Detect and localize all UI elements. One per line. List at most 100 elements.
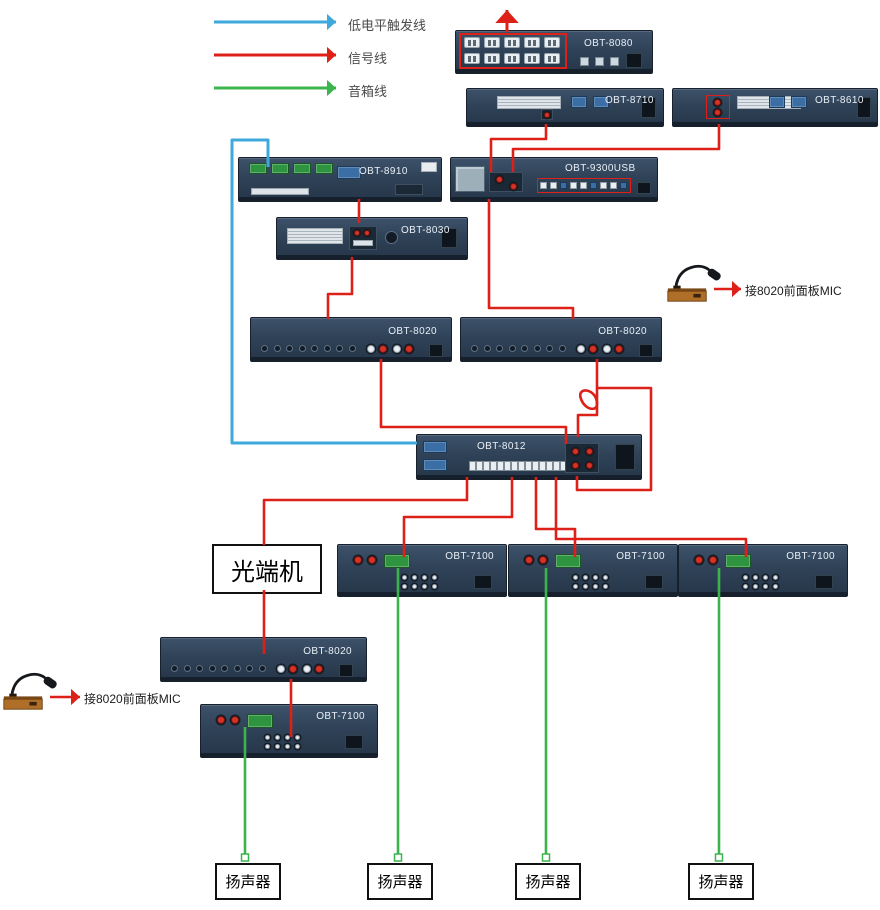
rca-white (265, 744, 270, 749)
device-label: OBT-8610 (815, 95, 864, 106)
rca-red (510, 183, 517, 190)
knob (496, 345, 503, 352)
mic-note-right: 接8020前面板MIC (745, 284, 842, 298)
optical-terminal: 光端机 (212, 544, 322, 594)
sq-white (610, 182, 617, 189)
rca-red (315, 665, 323, 673)
rca-white (763, 575, 768, 580)
knob (483, 345, 491, 352)
rca-white (577, 345, 585, 353)
power-inlet (857, 97, 871, 118)
red-frame (459, 33, 567, 69)
rca-white (593, 575, 598, 580)
rca-red (544, 112, 550, 118)
sq-white (570, 182, 577, 189)
rca-red (231, 716, 239, 724)
obt-7100-1: OBT-7100 (337, 544, 507, 597)
blue-connector (791, 96, 807, 108)
rca-red (354, 556, 362, 564)
mic-note-left: 接8020前面板MIC (84, 692, 181, 706)
blue-connector (571, 96, 587, 108)
rca-white (303, 665, 311, 673)
rca-white (412, 584, 417, 589)
display (455, 166, 485, 192)
legend-label-speaker-line: 音箱线 (348, 84, 388, 99)
legend-label-signal-line: 信号线 (348, 51, 388, 66)
rca-white (573, 584, 578, 589)
rca-white (743, 575, 748, 580)
white-lines (497, 96, 561, 109)
rca-red (496, 176, 503, 183)
device-label: OBT-8020 (598, 326, 647, 337)
blue-connector (593, 96, 609, 108)
rca-white (753, 575, 758, 580)
red-outline (706, 95, 730, 119)
device-label: OBT-8710 (605, 95, 654, 106)
rca-white (295, 744, 300, 749)
rca-white (402, 584, 407, 589)
red-outline (537, 178, 631, 193)
device-label: OBT-8012 (477, 441, 526, 452)
outlet (504, 53, 520, 64)
rca-white (285, 744, 290, 749)
rca-white (402, 575, 407, 580)
rca-white (265, 735, 270, 740)
speaker-2: 扬声器 (367, 863, 433, 900)
rca-white (753, 584, 758, 589)
rca-red (714, 109, 721, 116)
knob (221, 665, 228, 672)
outlet (464, 37, 480, 48)
green-terminal (247, 714, 273, 728)
rca-white (763, 584, 768, 589)
rca-white (432, 584, 437, 589)
rca-white (422, 575, 427, 580)
device-label: OBT-8020 (303, 646, 352, 657)
gooseneck-mic-icon (667, 264, 721, 302)
power-inlet (474, 575, 492, 589)
speaker-1: 扬声器 (215, 863, 281, 900)
rca-white (583, 584, 588, 589)
switch (580, 57, 589, 66)
knob (258, 665, 266, 672)
rca-red (714, 99, 721, 106)
outlet (544, 37, 560, 48)
rca-red (525, 556, 533, 564)
outlet (484, 37, 500, 48)
rca-white (422, 584, 427, 589)
switch (595, 57, 604, 66)
rca-white (432, 575, 437, 580)
sq-white (550, 182, 557, 189)
outlet (524, 37, 540, 48)
switch (610, 57, 619, 66)
knob (533, 345, 541, 352)
rca-white (295, 735, 300, 740)
sq-white (540, 182, 547, 189)
power-inlet (626, 53, 642, 68)
knob (196, 665, 203, 672)
rca-white (412, 575, 417, 580)
knob (171, 665, 178, 672)
rca-white (603, 575, 608, 580)
power-inlet (637, 182, 651, 194)
green-terminal (384, 554, 410, 568)
obt-7100-3: OBT-7100 (678, 544, 848, 597)
rca-white (773, 575, 778, 580)
outlet (464, 53, 480, 64)
power-inlet (815, 575, 833, 589)
white-label (421, 162, 437, 172)
legend-label-trigger-line: 低电平触发线 (348, 18, 427, 33)
gooseneck-mic-icon (3, 672, 57, 710)
rca-red (289, 665, 297, 673)
blue-connector (769, 96, 785, 108)
rca-white (773, 584, 778, 589)
rca-white (593, 584, 598, 589)
sq-white (580, 182, 587, 189)
device-label: OBT-8080 (584, 38, 633, 49)
device-label: OBT-8030 (401, 225, 450, 236)
outlet (544, 53, 560, 64)
rca-white (743, 584, 748, 589)
speaker-3: 扬声器 (515, 863, 581, 900)
